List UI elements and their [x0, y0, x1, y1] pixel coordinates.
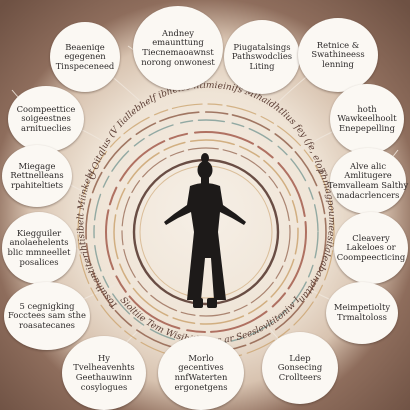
- node-text: Ldep: [289, 352, 311, 363]
- node-bubble: hoth Wawkeelhoolt Enepepelling: [330, 84, 404, 154]
- node-text: nnfWaterten: [174, 372, 228, 382]
- node-text: Amlitugere: [344, 170, 392, 181]
- node-bubble: Meimpetiolty Trmaltoloss: [326, 282, 398, 344]
- node-text: lenning: [322, 58, 354, 69]
- node-bubble: Beaeniqe egegenen Tinspeceneed: [50, 22, 120, 92]
- node-text: rpahiteltiets: [10, 179, 64, 190]
- node-text: Piugatalsings: [233, 41, 291, 52]
- node-bubble: Piugatalsings Pathswodclies Liting: [224, 20, 300, 94]
- node-text: Crollteers: [278, 371, 322, 382]
- node-bubble: 5 cegnigking Focctees sam sthe roasateca…: [4, 282, 90, 350]
- node-bubble: Alve alic Amlitugere Temvalleam Salthy m…: [327, 148, 409, 214]
- node-text: Beaeniqe: [65, 41, 105, 52]
- node-text: soigeestnes: [21, 113, 71, 124]
- node-text: Retnice &: [316, 39, 360, 50]
- node-text: Liting: [249, 60, 275, 71]
- node-bubble: Coompeettice soigeestnes arnitueclies: [8, 86, 84, 152]
- node-text: egegenen: [64, 51, 106, 62]
- node-bubble: Ldep Gonsecing Crollteers: [262, 332, 338, 404]
- node-text: Tvelheavenhts: [73, 362, 135, 373]
- node-text: Wawkeelhoolt: [337, 113, 397, 124]
- node-text: cosylogues: [80, 381, 128, 392]
- node-text: Miegage: [18, 160, 56, 171]
- node-bubble: Retnice & Swathineess lenning: [298, 18, 378, 92]
- node-text: Enepepelling: [339, 122, 395, 133]
- node-text: 5 cegnigking: [19, 300, 75, 311]
- node-bubble: Morlo gecentives nnfWaterten ergonetgens: [158, 336, 244, 410]
- node-text: Geethauwinn: [75, 372, 133, 382]
- node-text: ergonetgens: [174, 381, 228, 392]
- node-text: hoth: [357, 103, 377, 114]
- node-text: Trmaltoloss: [337, 312, 387, 322]
- node-text: Gonsecing: [277, 362, 323, 373]
- node-text: Kiegguiler: [16, 227, 62, 238]
- node-text: roasatecanes: [19, 319, 75, 330]
- node-text: Hy: [97, 352, 111, 363]
- node-text: Tiecnemaoawnst: [142, 47, 214, 57]
- node-text: madacrlencers: [336, 189, 400, 200]
- node-text: gecentives: [178, 362, 224, 373]
- node-text: arnitueclies: [20, 122, 72, 133]
- node-text: posalices: [19, 256, 59, 267]
- node-bubble: Kiegguiler anolaehelents blic mmneellet …: [2, 212, 76, 284]
- node-text: blic mmneellet: [7, 247, 71, 257]
- node-text: Coompeecticing: [336, 251, 406, 262]
- node-text: Focctees sam sthe: [8, 310, 86, 321]
- node-bubble: Hy Tvelheavenhts Geethauwinn cosylogues: [62, 336, 146, 410]
- node-bubble: Andney emaunttung Tiecnemaoawnst norong …: [133, 6, 223, 90]
- node-text: Morlo: [188, 352, 214, 363]
- node-text: Andney: [162, 27, 194, 38]
- node-text: Cleavery: [352, 232, 390, 243]
- node-text: Rettnelleans: [10, 170, 64, 181]
- node-text: Lakeloes or: [346, 242, 396, 253]
- node-text: emaunttung: [152, 37, 204, 48]
- node-text: Meimpetiolty: [333, 302, 391, 313]
- node-text: Swathineess: [311, 49, 365, 60]
- node-text: norong onwonest: [141, 56, 215, 67]
- node-text: Alve alic: [349, 160, 387, 171]
- meditating-woman-silhouette-icon: [164, 153, 246, 308]
- node-bubble: Cleavery Lakeloes or Coompeecticing: [334, 212, 408, 284]
- node-text: Pathswodclies: [231, 51, 293, 62]
- node-text: Tinspeceneed: [55, 60, 115, 71]
- node-text: Temvalleam Salthy: [327, 180, 409, 190]
- node-bubble: Miegage Rettnelleans rpahiteltiets: [2, 145, 72, 207]
- node-text: anolaehelents: [9, 237, 69, 248]
- node-text: Coompeettice: [16, 103, 76, 114]
